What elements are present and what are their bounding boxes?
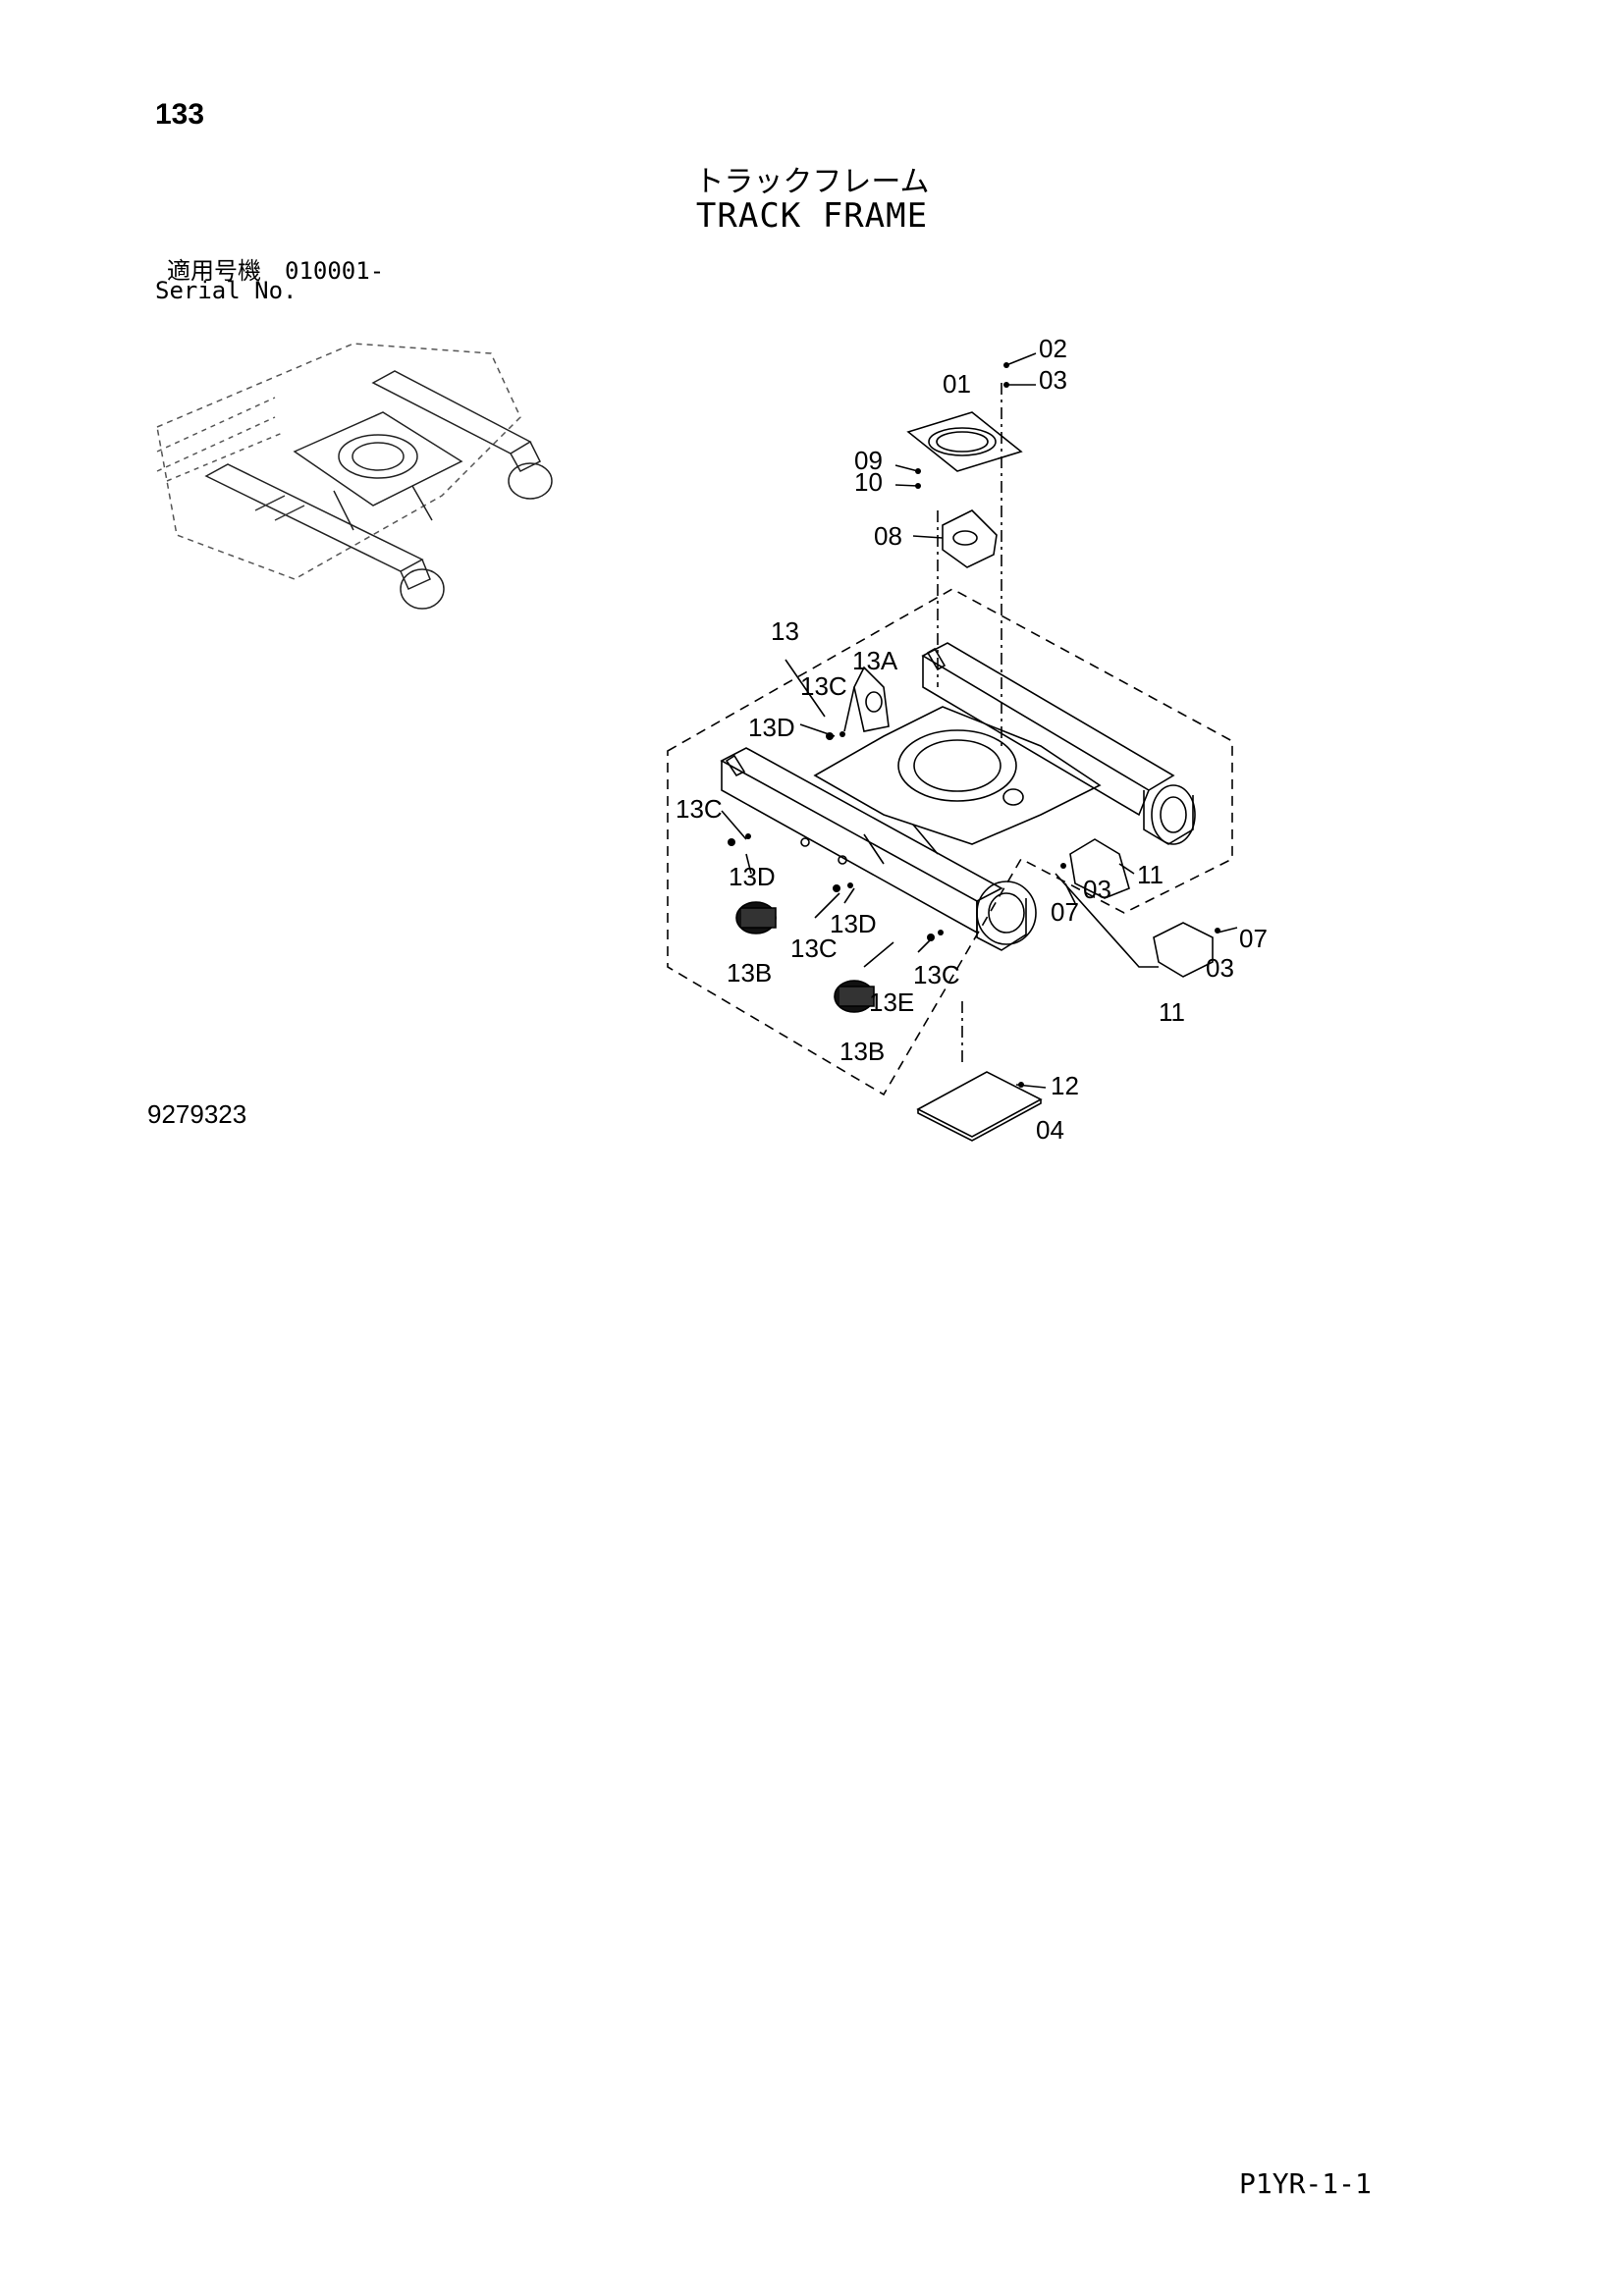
drawing-number: 9279323 xyxy=(147,1099,247,1129)
callout-13C: 13C xyxy=(800,671,847,701)
callout-13C: 13C xyxy=(913,960,960,989)
part-11-cover-upper xyxy=(1069,838,1130,899)
callout-03: 03 xyxy=(1039,365,1067,395)
callout-13A: 13A xyxy=(852,646,898,675)
page-title-japanese: トラックフレーム xyxy=(694,165,930,199)
callout-13: 13 xyxy=(771,616,799,646)
callout-13B: 13B xyxy=(839,1037,885,1066)
page-code: P1YR-1-1 xyxy=(1239,2167,1372,2200)
callout-07: 07 xyxy=(1051,897,1079,927)
front-side-frame xyxy=(720,747,1037,951)
callout-02: 02 xyxy=(1039,334,1067,363)
track-outline-dashed xyxy=(156,343,521,580)
center-body xyxy=(813,666,1102,865)
assembly-boundary-dashed xyxy=(667,588,1233,1096)
callout-11: 11 xyxy=(1159,997,1185,1027)
callout-13D: 13D xyxy=(748,713,795,742)
rear-side-frame xyxy=(921,642,1196,845)
part-01-cover-ring xyxy=(906,411,1023,472)
page-number: 133 xyxy=(155,98,205,131)
callout-08: 08 xyxy=(874,521,902,551)
callout-13C: 13C xyxy=(790,934,838,963)
callout-13D: 13D xyxy=(830,909,877,938)
callout-12: 12 xyxy=(1051,1071,1079,1100)
part-08-bracket xyxy=(942,509,998,568)
part-13A-lug xyxy=(853,666,890,732)
callout-01: 01 xyxy=(943,369,971,399)
part-13B-roller-a xyxy=(735,901,777,934)
callout-13D: 13D xyxy=(729,862,776,891)
serial-label: Serial No. xyxy=(155,277,298,304)
overview-thumbnail xyxy=(156,343,553,610)
callout-07: 07 xyxy=(1239,924,1268,953)
callout-03: 03 xyxy=(1206,953,1234,983)
callout-11: 11 xyxy=(1137,860,1164,889)
page-title: TRACK FRAME xyxy=(695,196,929,236)
part-13B-roller-b xyxy=(834,980,875,1013)
callout-10: 10 xyxy=(854,467,883,497)
callout-13C: 13C xyxy=(676,794,723,824)
part-11-cover-lower xyxy=(1153,922,1214,978)
callout-04: 04 xyxy=(1036,1115,1064,1145)
callout-13B: 13B xyxy=(727,958,772,988)
serial-range-japanese: 適用号機 010001- xyxy=(167,257,385,285)
callout-03: 03 xyxy=(1083,875,1111,904)
callout-13E: 13E xyxy=(869,988,914,1017)
part-04-plate xyxy=(916,1071,1043,1142)
exploded-parts-diagram: 02 03 01 09 10 08 13 13C 13A 13D 13C 13D… xyxy=(667,334,1268,1145)
callout-09: 09 xyxy=(854,446,883,475)
